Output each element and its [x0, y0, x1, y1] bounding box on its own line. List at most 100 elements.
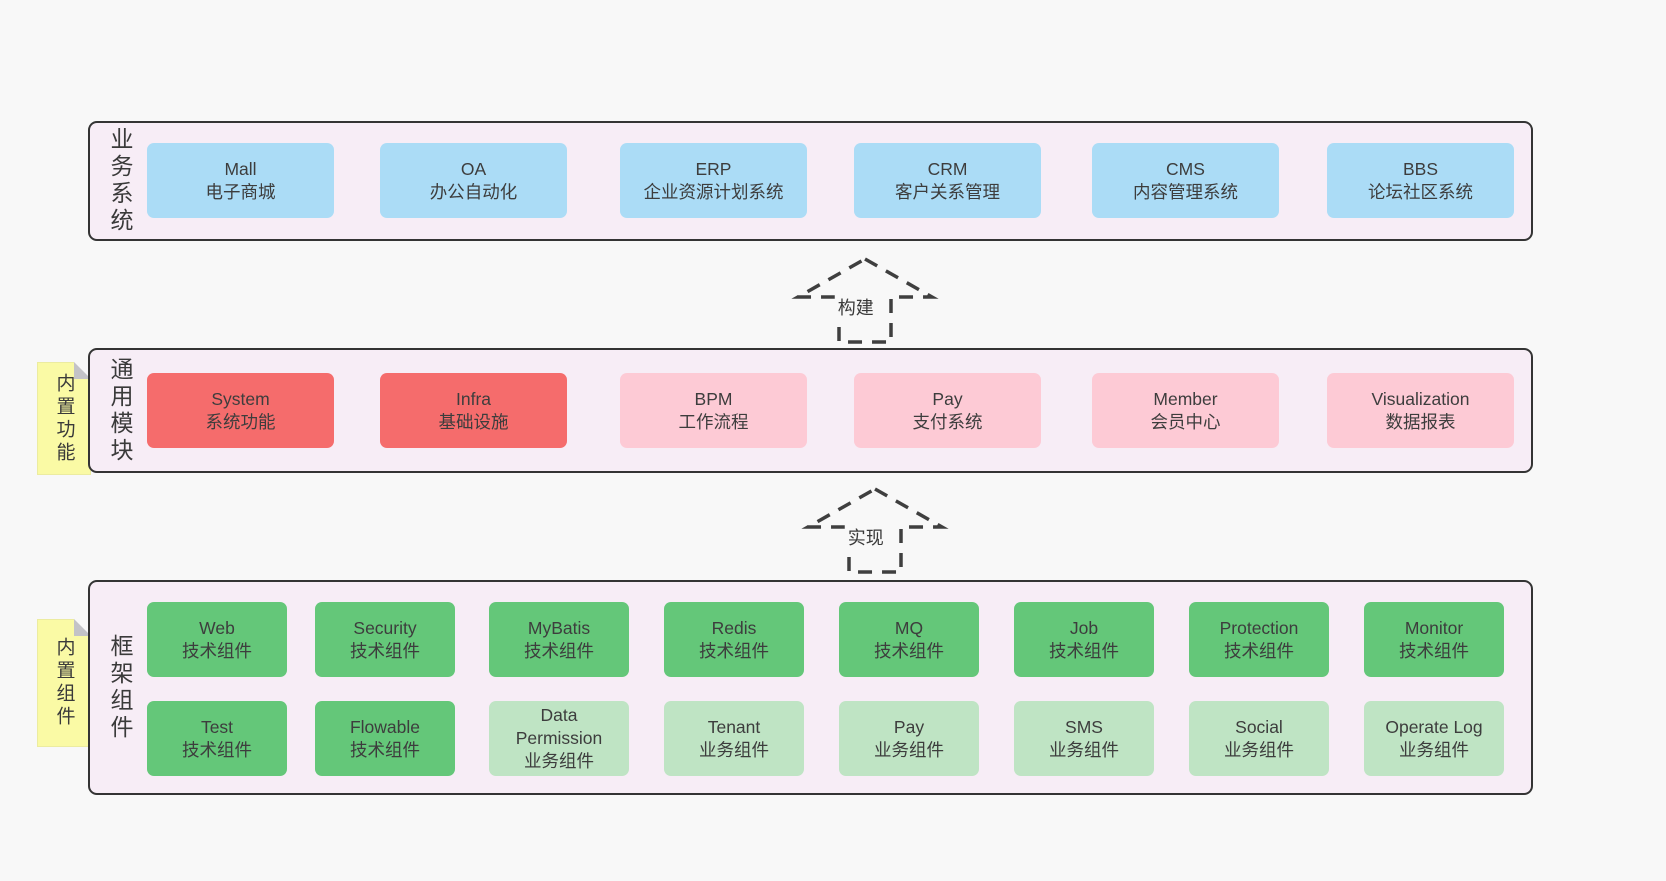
sticky-note-text: 内置功能 [53, 372, 75, 465]
box-title: Visualization [1371, 388, 1470, 409]
box-title: Monitor [1404, 617, 1464, 638]
box-crm: CRM 客户关系管理 [854, 143, 1041, 218]
box-redis: Redis 技术组件 [664, 602, 804, 677]
box-cms: CMS 内容管理系统 [1092, 143, 1279, 218]
box-title: Protection [1219, 617, 1299, 638]
box-test: Test 技术组件 [147, 701, 287, 776]
box-security: Security 技术组件 [315, 602, 455, 677]
box-subtitle: 基础设施 [438, 411, 509, 432]
box-title: System [211, 388, 270, 409]
box-web: Web 技术组件 [147, 602, 287, 677]
box-title: Data Permission [515, 705, 603, 749]
box-subtitle: 会员中心 [1150, 411, 1221, 432]
box-subtitle: 技术组件 [524, 640, 594, 661]
box-subtitle: 客户关系管理 [895, 181, 1000, 202]
sticky-note-built-in-components: 内置组件 [37, 619, 91, 747]
implement-arrow-label: 实现 [844, 524, 887, 550]
box-title: ERP [695, 158, 732, 179]
box-operate-log: Operate Log 业务组件 [1364, 701, 1504, 776]
box-title: Test [200, 716, 234, 737]
box-subtitle: 数据报表 [1385, 411, 1456, 432]
box-title: Flowable [349, 716, 421, 737]
box-mall: Mall 电子商城 [147, 143, 334, 218]
band-common-modules: 通用模块 System 系统功能 Infra 基础设施 BPM 工作流程 Pay… [88, 348, 1533, 473]
box-subtitle: 内容管理系统 [1133, 181, 1238, 202]
box-system: System 系统功能 [147, 373, 334, 448]
box-monitor: Monitor 技术组件 [1364, 602, 1504, 677]
implement-arrow: 实现 [800, 484, 950, 576]
box-subtitle: 业务组件 [1399, 739, 1469, 760]
band-label-common-modules: 通用模块 [107, 356, 133, 465]
box-subtitle: 论坛社区系统 [1368, 181, 1473, 202]
box-subtitle: 技术组件 [350, 739, 420, 760]
box-mq: MQ 技术组件 [839, 602, 979, 677]
box-title: Security [353, 617, 417, 638]
box-title: MyBatis [527, 617, 591, 638]
box-job: Job 技术组件 [1014, 602, 1154, 677]
box-title: CRM [927, 158, 968, 179]
box-title: Pay [893, 716, 925, 737]
box-subtitle: 技术组件 [1049, 640, 1119, 661]
box-title: OA [460, 158, 487, 179]
box-subtitle: 支付系统 [912, 411, 983, 432]
box-mybatis: MyBatis 技术组件 [489, 602, 629, 677]
box-subtitle: 业务组件 [874, 739, 944, 760]
box-bbs: BBS 论坛社区系统 [1327, 143, 1514, 218]
box-title: Pay [932, 388, 963, 409]
box-sms: SMS 业务组件 [1014, 701, 1154, 776]
box-flowable: Flowable 技术组件 [315, 701, 455, 776]
box-tenant: Tenant 业务组件 [664, 701, 804, 776]
box-subtitle: 业务组件 [524, 750, 594, 771]
box-visualization: Visualization 数据报表 [1327, 373, 1514, 448]
folded-corner-icon [74, 619, 91, 636]
box-title: BPM [694, 388, 733, 409]
box-oa: OA 办公自动化 [380, 143, 567, 218]
box-title: CMS [1166, 158, 1205, 179]
box-subtitle: 技术组件 [699, 640, 769, 661]
build-arrow-label: 构建 [834, 294, 877, 320]
box-title: Tenant [707, 716, 761, 737]
box-title: Web [199, 617, 235, 638]
sticky-note-text: 内置组件 [53, 637, 75, 729]
box-subtitle: 业务组件 [699, 739, 769, 760]
box-erp: ERP 企业资源计划系统 [620, 143, 807, 218]
box-subtitle: 技术组件 [874, 640, 944, 661]
box-bpm: BPM 工作流程 [620, 373, 807, 448]
box-subtitle: 技术组件 [182, 739, 252, 760]
box-title: Redis [711, 617, 757, 638]
box-title: Social [1235, 716, 1283, 737]
box-title: Operate Log [1385, 716, 1483, 737]
build-arrow: 构建 [790, 254, 940, 346]
box-member: Member 会员中心 [1092, 373, 1279, 448]
box-social: Social 业务组件 [1189, 701, 1329, 776]
box-title: Mall [224, 158, 257, 179]
box-title: Infra [455, 388, 492, 409]
box-subtitle: 业务组件 [1224, 739, 1294, 760]
dashed-up-arrow-icon [791, 256, 939, 344]
band-framework-components: 框架组件 Web 技术组件 Security 技术组件 MyBatis 技术组件… [88, 580, 1533, 795]
box-title: MQ [894, 617, 924, 638]
box-subtitle: 技术组件 [182, 640, 252, 661]
box-subtitle: 业务组件 [1049, 739, 1119, 760]
box-subtitle: 系统功能 [205, 411, 276, 432]
box-subtitle: 电子商城 [205, 181, 276, 202]
box-pay-module: Pay 支付系统 [854, 373, 1041, 448]
box-subtitle: 办公自动化 [429, 181, 518, 202]
dashed-up-arrow-icon [801, 486, 949, 574]
box-title: SMS [1065, 716, 1103, 737]
box-pay-component: Pay 业务组件 [839, 701, 979, 776]
box-subtitle: 企业资源计划系统 [643, 181, 784, 202]
box-infra: Infra 基础设施 [380, 373, 567, 448]
folded-corner-icon [74, 362, 91, 379]
band-business-systems: 业务系统 Mall 电子商城 OA 办公自动化 ERP 企业资源计划系统 CRM… [88, 121, 1533, 241]
box-protection: Protection 技术组件 [1189, 602, 1329, 677]
band-label-business-systems: 业务系统 [107, 127, 133, 235]
box-data-permission: Data Permission 业务组件 [489, 701, 629, 776]
box-subtitle: 技术组件 [1224, 640, 1294, 661]
sticky-note-built-in-features: 内置功能 [37, 362, 91, 475]
box-subtitle: 工作流程 [678, 411, 749, 432]
box-title: Member [1153, 388, 1218, 409]
box-subtitle: 技术组件 [1399, 640, 1469, 661]
box-title: Job [1069, 617, 1099, 638]
